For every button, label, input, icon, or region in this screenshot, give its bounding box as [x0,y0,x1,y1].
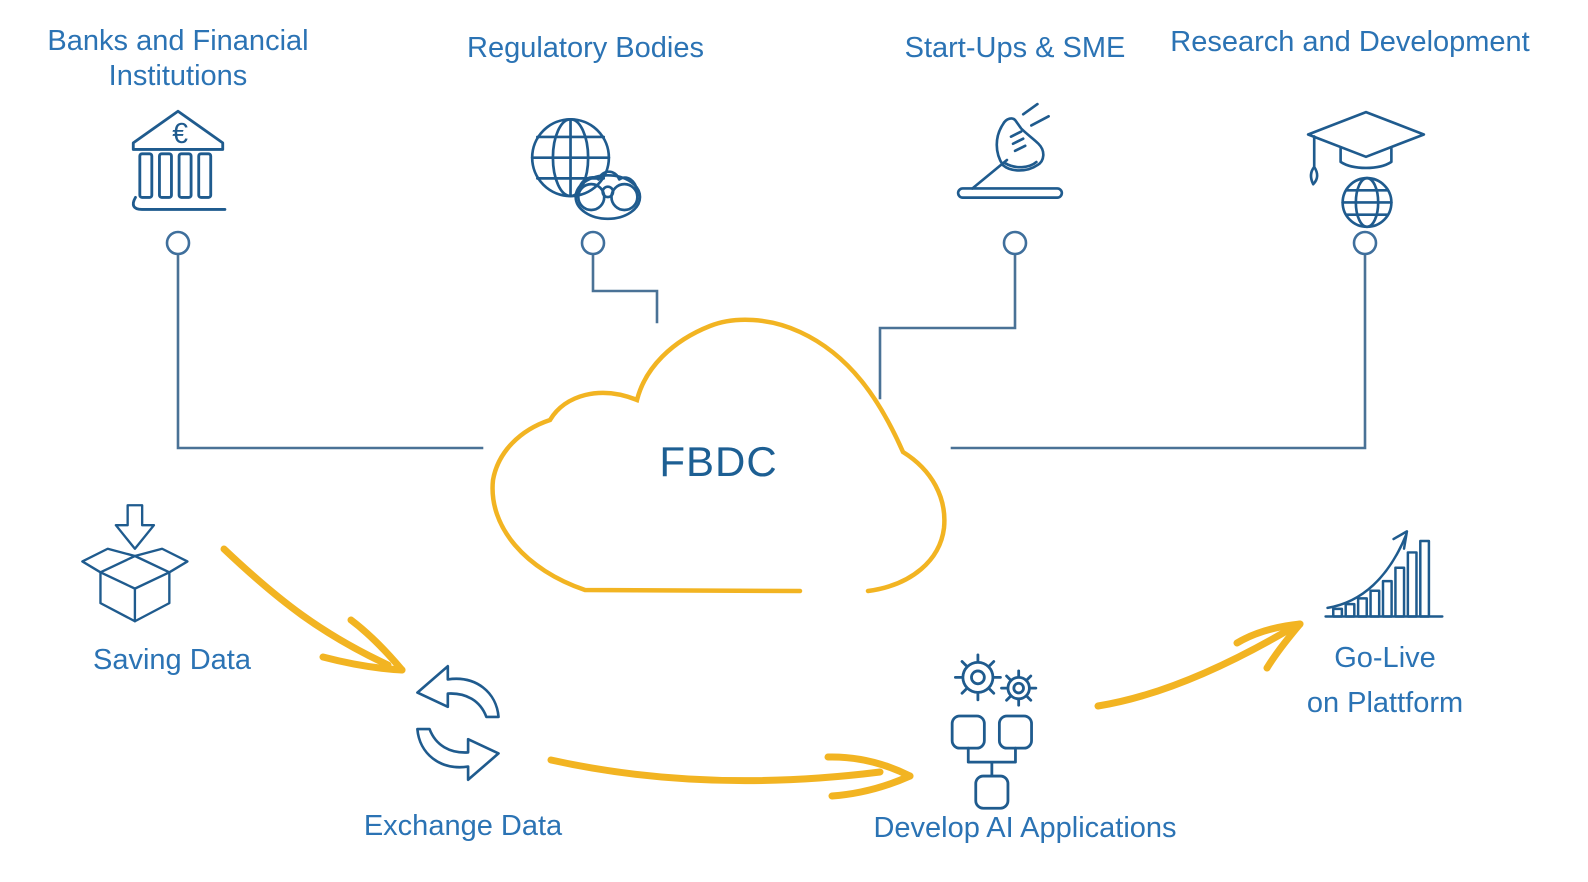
connector-dot-startups [1002,230,1028,256]
cloud-shape [490,317,947,594]
step-label-exchange-data: Exchange Data [363,810,563,842]
connector-research-line [950,252,1367,450]
connector-dot-regulatory [580,230,606,256]
arrow-saving-to-exchange [220,545,406,674]
connector-startups-line [878,252,1017,400]
euro-symbol: € [172,118,188,150]
arrow-develop-to-golive [1094,620,1304,710]
step-label-develop-ai: Develop AI Applications [873,812,1177,844]
cloud-title: FBDC [659,438,778,485]
stakeholder-label-regulatory: Regulatory Bodies [467,32,704,64]
stakeholder-label-research: Research and Development [1170,26,1530,58]
open-box-arrow-icon [81,504,189,623]
globe-binoculars-icon [530,117,642,221]
connector-banks-line [176,252,484,450]
growth-chart-icon [1324,530,1444,618]
startup-shoe-icon [956,102,1064,199]
graduation-cap-globe-icon [1306,110,1426,229]
connector-dot-research [1352,230,1378,256]
step-label-golive-line2: on Plattform [1306,687,1464,719]
arrow-exchange-to-develop [547,753,914,800]
stakeholder-label-startups: Start-Ups & SME [904,32,1126,64]
exchange-arrows-icon [416,664,500,782]
bank-icon: € [131,109,227,211]
connector-dot-banks [165,230,191,256]
gears-flowchart-icon [950,653,1038,810]
connector-regulatory-line [591,252,659,324]
step-label-saving-data: Saving Data [93,644,251,676]
stakeholder-label-banks: Banks and Financial Institutions [47,25,309,93]
step-label-golive-line1: Go-Live [1334,642,1436,674]
